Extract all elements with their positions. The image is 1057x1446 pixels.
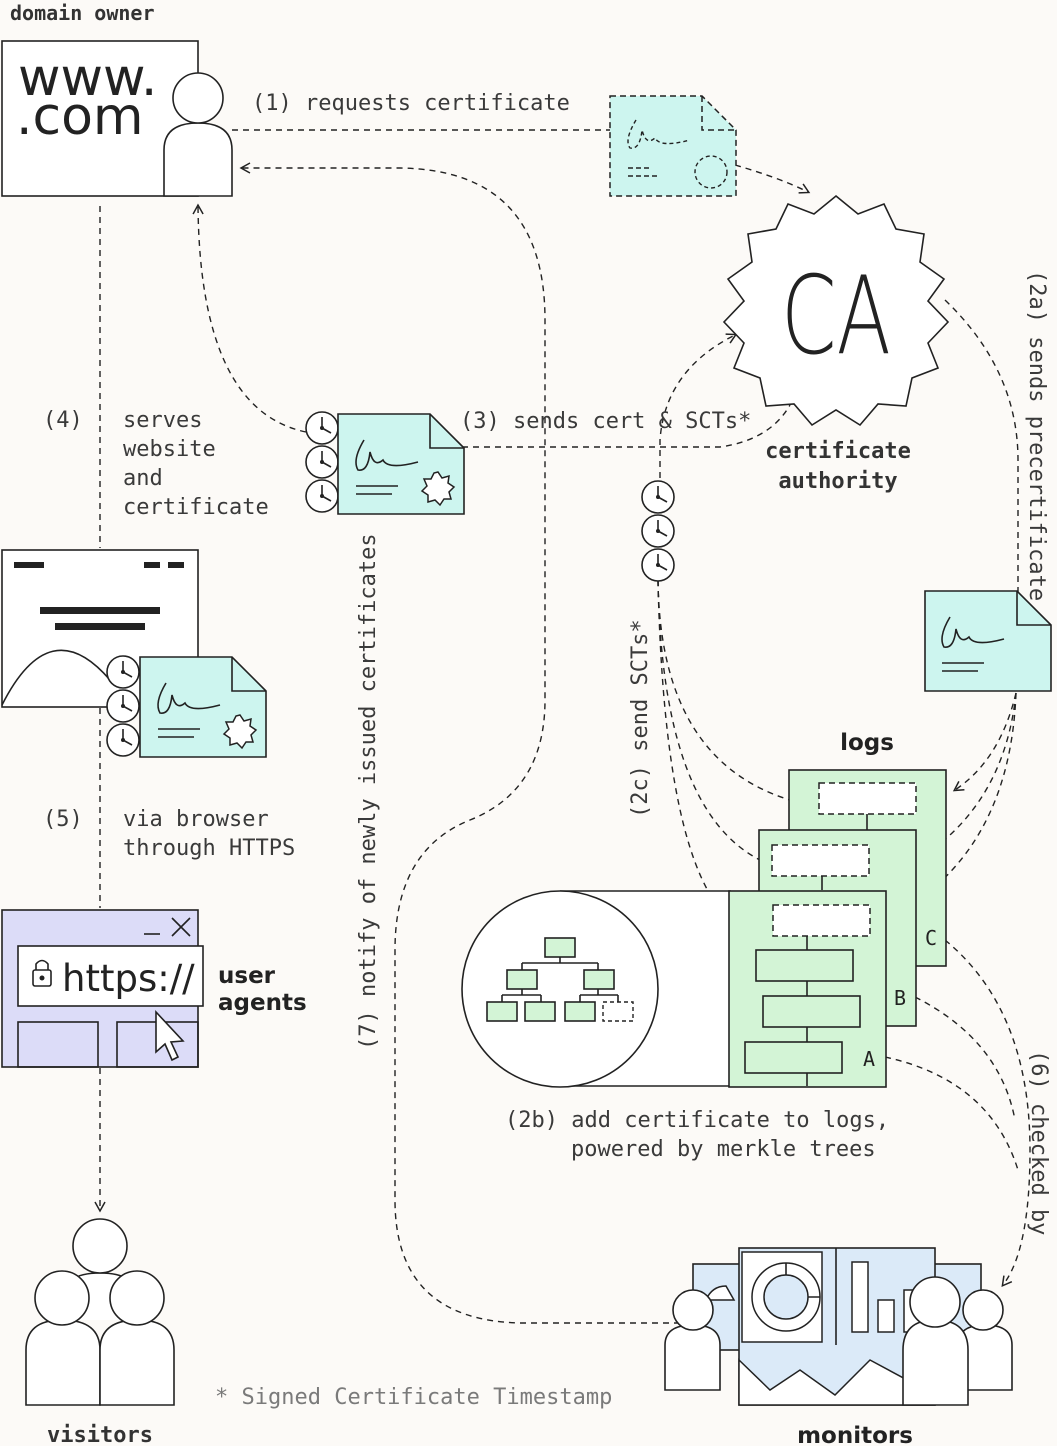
sct-clock-icon xyxy=(305,445,339,479)
precert-line xyxy=(944,299,1019,592)
step-6-label: (6) checked by xyxy=(1026,1050,1051,1235)
step-1-label: (1) requests certificate xyxy=(252,91,570,116)
ca-text: CA xyxy=(781,254,891,379)
step-5-line-2: through HTTPS xyxy=(123,836,295,861)
step-2b-line-2: powered by merkle trees xyxy=(571,1137,876,1162)
monitors-label: monitors xyxy=(797,1423,913,1446)
step-4-line-2: website xyxy=(123,437,216,462)
bar-chart-icon xyxy=(851,1261,869,1333)
ca-label-line-1: certificate xyxy=(765,439,911,464)
served-certificate-icon xyxy=(106,655,267,758)
sct-clock-icon xyxy=(641,480,675,514)
cursor-icon xyxy=(155,1009,185,1062)
precert-to-log-c xyxy=(952,692,1017,792)
owner-person-icon xyxy=(163,72,233,197)
merkle-tree-zoom xyxy=(461,890,731,1088)
log-b-to-scts xyxy=(657,579,761,861)
step-5-number: (5) xyxy=(43,807,83,832)
log-a-name: A xyxy=(863,1047,875,1071)
request-to-ca-arrow xyxy=(734,164,811,194)
step-4-line-3: and xyxy=(123,466,163,491)
sct-clock-icon xyxy=(106,689,140,723)
sct-clock-icon xyxy=(305,411,339,445)
domain-owner-label: domain owner xyxy=(10,1,155,25)
ca-seal-icon: CA xyxy=(722,194,950,427)
browser-url: https:// xyxy=(62,957,195,1000)
footnote: * Signed Certificate Timestamp xyxy=(215,1385,612,1410)
step-5-line-1: via browser xyxy=(123,807,269,832)
log-a: A xyxy=(728,890,887,1088)
user-agents-label-1: user xyxy=(218,963,276,989)
log-c-name: C xyxy=(925,926,937,950)
connections xyxy=(94,129,1031,1324)
sct-clock-icon xyxy=(641,514,675,548)
log-b-to-monitors xyxy=(914,996,1016,1121)
step-3-label: (3) sends cert & SCTs* xyxy=(460,409,751,434)
step-4-line-1: serves xyxy=(123,408,202,433)
sct-clock-icon xyxy=(641,548,675,582)
log-a-to-scts xyxy=(657,579,731,921)
cert-to-owner-arrow xyxy=(192,203,307,433)
logs-label: logs xyxy=(840,730,894,756)
step-2b-line-1: (2b) add certificate to logs, xyxy=(505,1108,889,1133)
step-4-number: (4) xyxy=(43,408,83,433)
step-2a-label: (2a) sends precertificate xyxy=(1024,270,1049,601)
step-4-line-4: certificate xyxy=(123,495,269,520)
user-agents-label-2: agents xyxy=(218,990,307,1016)
browser-window-icon: https:// xyxy=(1,909,204,1068)
sct-clock-icon xyxy=(106,723,140,757)
sct-clock-icon xyxy=(305,479,339,513)
certificate-with-scts-icon xyxy=(305,411,465,515)
log-a-to-monitors xyxy=(884,1056,1019,1171)
ca-to-cert-line xyxy=(462,404,791,448)
log-c-to-monitors xyxy=(944,939,1031,1288)
certificate-request-icon xyxy=(609,95,737,197)
ca-label-line-2: authority xyxy=(778,469,897,494)
visitors-icon xyxy=(25,1218,175,1406)
step-7-label: (7) notify of newly issued certificates xyxy=(356,533,381,1050)
ct-sct-clocks xyxy=(641,480,675,582)
lock-icon xyxy=(32,969,52,987)
monitors-icon xyxy=(664,1247,1013,1406)
website-www: www. xyxy=(18,48,157,108)
step-2c-label: (2c) send SCTs* xyxy=(628,619,653,818)
notify-arrow xyxy=(239,162,680,1324)
precertificate-icon xyxy=(924,590,1052,692)
log-c-to-scts xyxy=(657,579,791,801)
scts-to-ca-arrow xyxy=(659,333,738,478)
log-b-name: B xyxy=(894,986,906,1010)
website-com: .com xyxy=(16,87,144,147)
merkle-tree-icon xyxy=(486,937,634,1022)
visitors-label: visitors xyxy=(47,1423,153,1446)
sct-clock-icon xyxy=(106,655,140,689)
